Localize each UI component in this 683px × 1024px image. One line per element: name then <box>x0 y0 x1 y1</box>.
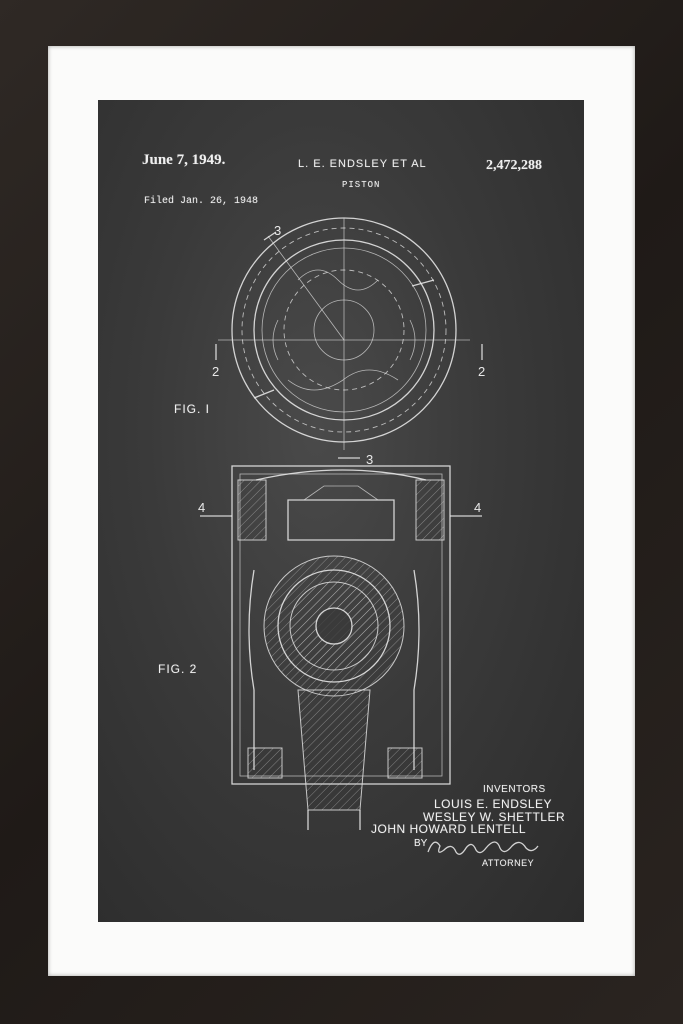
chalkboard-patent-print: June 7, 1949. L. E. ENDSLEY ET AL 2,472,… <box>98 100 584 922</box>
fig2-cross-section: 4 4 <box>198 465 482 830</box>
piston-drawing: 3 2 2 3 <box>198 217 485 830</box>
fig1-top-view: 3 2 2 3 <box>212 217 485 467</box>
fig2-label: FIG. 2 <box>158 662 198 676</box>
patent-title: PISTON <box>342 180 381 190</box>
inventor-name-3: JOHN HOWARD LENTELL <box>371 822 527 836</box>
attorney-signature <box>427 841 539 855</box>
svg-text:4: 4 <box>474 500 481 515</box>
inventors-label: INVENTORS <box>483 784 546 795</box>
svg-text:4: 4 <box>198 500 205 515</box>
patent-date: June 7, 1949. <box>142 152 226 168</box>
fig1-label: FIG. I <box>174 402 210 416</box>
inventor-name-2: WESLEY W. SHETTLER <box>423 810 566 824</box>
svg-text:2: 2 <box>478 364 485 379</box>
patent-authors: L. E. ENDSLEY ET AL <box>298 158 427 170</box>
frame-mat: June 7, 1949. L. E. ENDSLEY ET AL 2,472,… <box>48 46 635 976</box>
attorney-label: ATTORNEY <box>482 858 535 868</box>
patent-number: 2,472,288 <box>486 158 542 173</box>
svg-text:3: 3 <box>366 452 373 467</box>
svg-text:2: 2 <box>212 364 219 379</box>
by-label: BY <box>414 838 428 849</box>
svg-text:3: 3 <box>274 223 281 238</box>
inventor-name-1: LOUIS E. ENDSLEY <box>434 797 553 811</box>
patent-filed-date: Filed Jan. 26, 1948 <box>144 196 259 207</box>
